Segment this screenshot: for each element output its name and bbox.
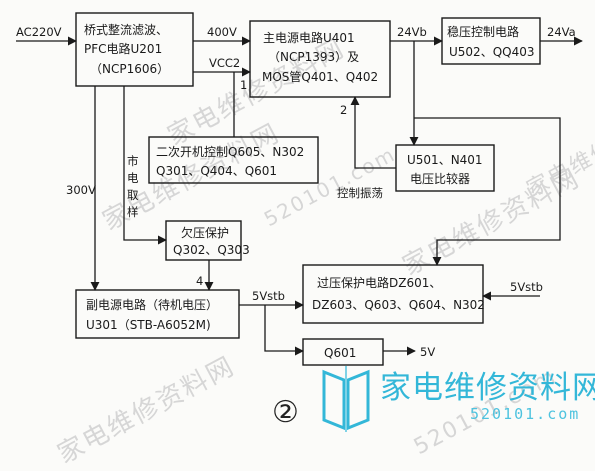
main-power-line-1: 主电源电路U401 bbox=[263, 30, 355, 45]
rectifier-line-1: 桥式整流滤波、 bbox=[84, 22, 168, 37]
pin2-label: 2 bbox=[340, 103, 347, 117]
main-power-block bbox=[249, 20, 391, 98]
mains-sample-2: 电 bbox=[127, 171, 139, 185]
overvoltage-sense-wire bbox=[414, 117, 561, 266]
comparator-line-1: U501、N401 bbox=[407, 153, 483, 167]
v24b-label: 24Vb bbox=[397, 25, 427, 39]
ac-input-label: AC220V bbox=[16, 25, 62, 39]
vcc2-label: VCC2 bbox=[209, 56, 240, 70]
v5stb-label: 5Vstb bbox=[252, 289, 285, 303]
regulator-line-2: U502、QQ403 bbox=[449, 45, 534, 59]
v5-label: 5V bbox=[420, 345, 435, 359]
feedback-wire bbox=[350, 96, 396, 169]
standby-line-2: U301（STB-A6052M) bbox=[86, 318, 211, 332]
secondary-on-line-1: 二次开机控制Q605、N302 bbox=[156, 145, 304, 159]
overvoltage-line-2: DZ603、Q603、Q604、N302 bbox=[312, 298, 485, 312]
main-power-line-2: （NCP1393）及 bbox=[268, 50, 359, 64]
rectifier-block bbox=[75, 12, 194, 87]
regulator-line-1: 稳压控制电路 bbox=[447, 24, 519, 39]
undervoltage-line-1: 欠压保护 bbox=[181, 225, 229, 240]
v400-label: 400V bbox=[207, 25, 237, 39]
power-block-diagram: 桥式整流滤波、 PFC电路U201 （NCP1606） 主电源电路U401 （N… bbox=[16, 12, 583, 366]
mains-sample-3: 取 bbox=[127, 188, 139, 202]
pin1-label: 1 bbox=[240, 78, 247, 92]
undervoltage-line-2: Q302、Q303 bbox=[173, 243, 250, 257]
rectifier-line-2: PFC电路U201 bbox=[84, 41, 162, 56]
overvoltage-block bbox=[302, 264, 484, 324]
main-power-line-3: MOS管Q401、Q402 bbox=[262, 69, 378, 84]
pin4-label: 4 bbox=[196, 274, 203, 288]
rectifier-line-3: （NCP1606） bbox=[90, 62, 169, 76]
brand-name: 家电维修资料网 bbox=[380, 370, 595, 406]
figure-number: ② bbox=[272, 395, 299, 430]
overvoltage-line-1: 过压保护电路DZ601、 bbox=[317, 275, 441, 290]
mains-sample-4: 样 bbox=[127, 205, 139, 219]
mains-sample-1: 市 bbox=[127, 154, 139, 168]
control-osc-label: 控制振荡 bbox=[337, 186, 383, 200]
comparator-line-2: 电压比较器 bbox=[410, 171, 470, 186]
brand-logo-icon bbox=[322, 366, 370, 432]
q601-label: Q601 bbox=[324, 346, 356, 360]
brand-url: 520101.com bbox=[470, 405, 581, 423]
secondary-on-line-2: Q301、Q404、Q601 bbox=[156, 164, 277, 178]
v24a-label: 24Va bbox=[547, 25, 576, 39]
v300-label: 300V bbox=[66, 183, 96, 197]
v5stb-input-label: 5Vstb bbox=[510, 280, 543, 294]
mains-sample-wire bbox=[123, 86, 167, 245]
standby-line-1: 副电源电路（待机电压） bbox=[86, 297, 218, 312]
standby-block bbox=[75, 289, 240, 339]
standby-to-q601-wire bbox=[264, 305, 304, 356]
